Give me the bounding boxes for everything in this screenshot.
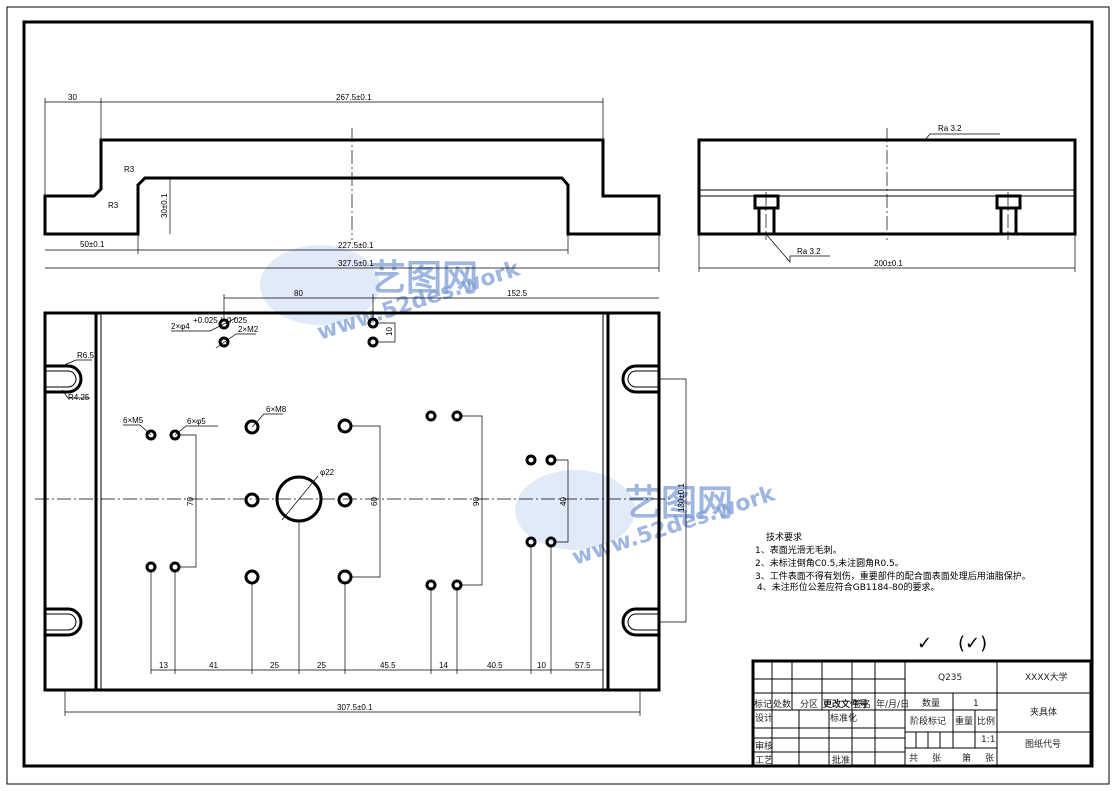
svg-text:R4.25: R4.25	[68, 393, 90, 402]
svg-text:+0.025 / -0.025: +0.025 / -0.025	[193, 316, 248, 325]
svg-text:分区: 分区	[800, 699, 818, 710]
svg-text:6×M5: 6×M5	[123, 416, 144, 425]
svg-text:40: 40	[559, 497, 568, 506]
svg-text:267.5±0.1: 267.5±0.1	[336, 93, 372, 102]
svg-text:夹具体: 夹具体	[1030, 706, 1057, 718]
drawing-frame	[22, 20, 1094, 768]
svg-text:标记: 标记	[754, 698, 772, 710]
svg-text:XXXX大学: XXXX大学	[1025, 671, 1068, 683]
svg-text:41: 41	[209, 661, 218, 670]
svg-text:25: 25	[317, 661, 326, 670]
svg-text:6×φ5: 6×φ5	[187, 417, 206, 426]
svg-text:比例: 比例	[977, 715, 995, 727]
svg-text:3、工件表面不得有划伤，重要部件的配合面表面处理后用油脂保护: 3、工件表面不得有划伤，重要部件的配合面表面处理后用油脂保护。	[755, 570, 1031, 582]
svg-text:25: 25	[270, 661, 279, 670]
svg-text:10: 10	[537, 661, 546, 670]
svg-text:45.5: 45.5	[380, 661, 396, 670]
svg-text:R3: R3	[108, 201, 119, 210]
svg-text:327.5±0.1: 327.5±0.1	[338, 259, 374, 268]
svg-text:φ22: φ22	[320, 468, 335, 477]
svg-text:Ra 3.2: Ra 3.2	[797, 247, 821, 256]
svg-text:技术要求: 技术要求	[766, 531, 802, 543]
svg-text:80: 80	[294, 289, 303, 298]
svg-text:307.5±0.1: 307.5±0.1	[337, 703, 373, 712]
front-view: 30 267.5±0.1 R3 R3 30±0.1 50±0.1 227.5±0…	[43, 93, 661, 272]
svg-text:R6.5: R6.5	[77, 351, 94, 360]
svg-text:阶段标记: 阶段标记	[910, 715, 946, 727]
svg-text:艺图网: 艺图网	[370, 258, 478, 299]
sheet-border	[6, 6, 1110, 785]
svg-text:1、表面光滑无毛刺。: 1、表面光滑无毛刺。	[755, 544, 842, 556]
svg-text:10: 10	[385, 327, 394, 336]
svg-text:更改文件号: 更改文件号	[823, 698, 868, 710]
svg-text:40.5: 40.5	[487, 661, 503, 670]
svg-text:13: 13	[159, 661, 168, 670]
svg-text:Ra 3.2: Ra 3.2	[938, 124, 962, 133]
surface-roughness-symbol: ✓	[917, 633, 932, 654]
svg-text:数量: 数量	[922, 697, 940, 709]
side-view: Ra 3.2 Ra 3.2 200±0.1	[697, 124, 1077, 272]
svg-text:227.5±0.1: 227.5±0.1	[338, 241, 374, 250]
holes	[145, 317, 557, 591]
svg-text:第: 第	[962, 752, 971, 764]
svg-text:30: 30	[68, 93, 77, 102]
svg-text:工艺: 工艺	[755, 755, 773, 766]
svg-text:张: 张	[932, 753, 941, 764]
svg-text:152.5: 152.5	[507, 289, 528, 298]
svg-text:Q235: Q235	[938, 673, 962, 683]
svg-text:1: 1	[973, 699, 979, 709]
surface-roughness-other: (✓)	[958, 633, 987, 654]
svg-text:图纸代号: 图纸代号	[1025, 738, 1061, 750]
svg-text:共: 共	[909, 753, 918, 764]
svg-text:2×M2: 2×M2	[238, 325, 259, 334]
svg-text:年/月/日: 年/月/日	[876, 698, 909, 710]
svg-text:1:1: 1:1	[981, 735, 995, 745]
svg-text:90: 90	[472, 497, 481, 506]
svg-text:张: 张	[985, 753, 994, 764]
svg-text:30±0.1: 30±0.1	[160, 193, 169, 218]
svg-text:50±0.1: 50±0.1	[80, 240, 105, 249]
svg-text:6×M8: 6×M8	[266, 405, 287, 414]
svg-text:签名: 签名	[853, 698, 871, 710]
plan-view: 80 152.5 2×φ4 +0.025 / -0.025 2×M2 10 R6…	[35, 289, 687, 716]
svg-text:艺图网: 艺图网	[625, 483, 733, 524]
svg-text:130±0.1: 130±0.1	[677, 483, 686, 512]
svg-text:2、未标注倒角C0.5,未注圆角R0.5。: 2、未标注倒角C0.5,未注圆角R0.5。	[755, 557, 904, 569]
svg-text:57.5: 57.5	[575, 661, 591, 670]
svg-text:70: 70	[186, 497, 195, 506]
svg-text:2×φ4: 2×φ4	[171, 322, 190, 331]
title-block: Q235 XXXX大学 夹具体 图纸代号 数量 1 阶段标记 重量 比例 1:1…	[751, 659, 1093, 768]
svg-text:处数: 处数	[773, 698, 791, 710]
svg-text:重量: 重量	[955, 715, 973, 727]
svg-text:审核: 审核	[755, 740, 773, 752]
svg-text:200±0.1: 200±0.1	[874, 259, 903, 268]
svg-text:4、未注形位公差应符合GB1184-80的要求。: 4、未注形位公差应符合GB1184-80的要求。	[757, 581, 939, 593]
svg-text:标准化: 标准化	[830, 712, 857, 724]
svg-text:R3: R3	[124, 165, 135, 174]
svg-text:批准: 批准	[832, 754, 850, 766]
svg-text:设计: 设计	[755, 712, 773, 724]
svg-text:14: 14	[439, 661, 448, 670]
svg-text:60: 60	[370, 497, 379, 506]
tech-requirements: 技术要求 1、表面光滑无毛刺。 2、未标注倒角C0.5,未注圆角R0.5。 3、…	[755, 531, 1031, 593]
